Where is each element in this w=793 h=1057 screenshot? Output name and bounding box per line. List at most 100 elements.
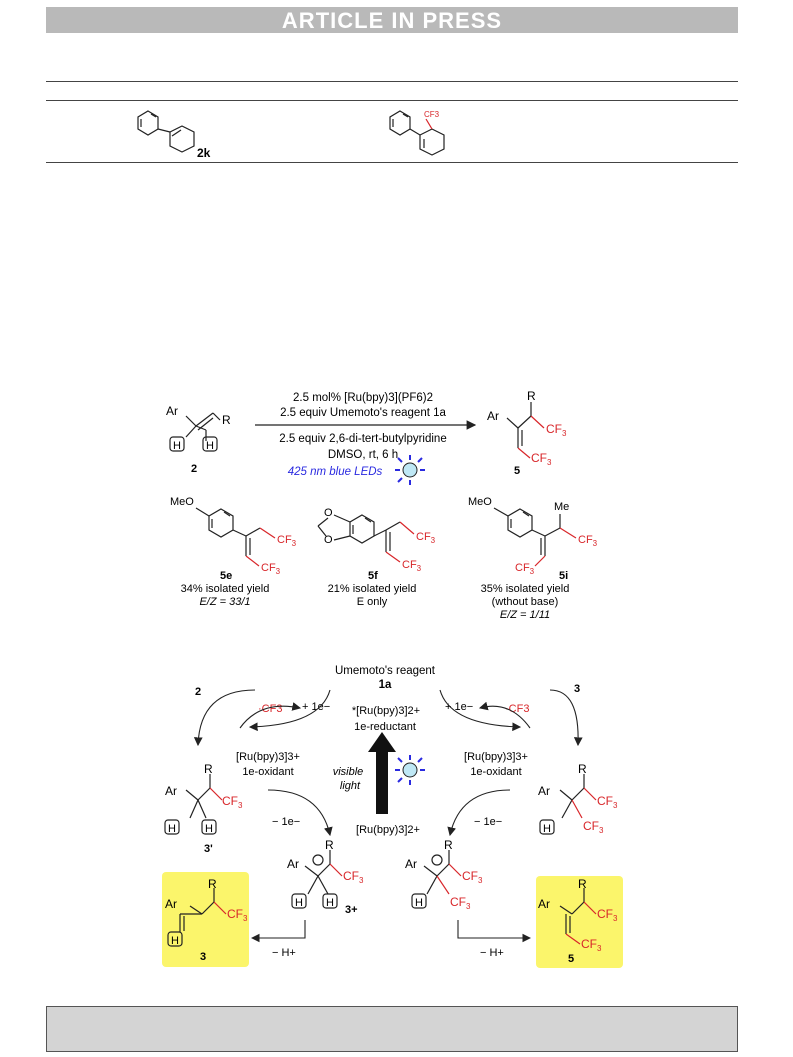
reactant-ar: Ar	[166, 404, 178, 418]
example-5i-yield: 35% isolated yield	[481, 583, 570, 595]
mech-cation-left	[291, 850, 343, 909]
mech-ru3-right: [Ru(bpy)3]3+	[464, 751, 528, 763]
mech-radical-right-ar: Ar	[538, 784, 550, 798]
mech-cation-left-h2: H	[326, 897, 334, 909]
example-5i-note: (wthout base)	[492, 596, 559, 608]
mech-product-5-cf3-b: CF3	[581, 937, 602, 953]
example-5e-structure	[195, 507, 276, 567]
mech-radical-right	[539, 774, 597, 835]
reactant-structure	[169, 412, 221, 452]
mech-right-start: 3	[574, 683, 580, 695]
example-5e-cf3-a: CF3	[277, 534, 297, 548]
example-5i-cf3-b: CF3	[515, 562, 535, 576]
highlight-product-5	[536, 876, 623, 968]
reactant-h2: H	[206, 440, 214, 452]
mech-cation-left-r: R	[325, 838, 334, 852]
example-5f-yield: 21% isolated yield	[328, 583, 417, 595]
mech-radical-left	[164, 774, 223, 835]
condition-line-1: 2.5 mol% [Ru(bpy)3](PF6)2	[293, 392, 433, 404]
example-5e-label: 5e	[220, 570, 232, 582]
mech-product-5-label: 5	[568, 953, 574, 965]
mech-product-3-h: H	[171, 935, 179, 947]
mech-radical-right-h: H	[543, 823, 551, 835]
mech-ru2: [Ru(bpy)3]2+	[356, 824, 420, 836]
example-5f-cf3-b: CF3	[402, 559, 422, 573]
product-r: R	[527, 389, 536, 403]
mech-cation-left-h1: H	[295, 897, 303, 909]
mech-plus-e-left: + 1e−	[302, 701, 330, 713]
mech-product-3	[167, 888, 227, 947]
example-5i-meo: MeO	[468, 496, 492, 508]
product-ar: Ar	[487, 409, 499, 423]
example-5i-label: 5i	[559, 570, 568, 582]
table-header-rule	[46, 100, 738, 101]
condition-line-4: DMSO, rt, 6 h	[328, 449, 398, 461]
mech-cf3-right: ·CF3	[505, 703, 529, 715]
reactant-r: R	[222, 413, 231, 427]
mech-cation-left-cf3: CF3	[343, 869, 364, 885]
condition-line-5: 425 nm blue LEDs	[288, 466, 383, 478]
mech-product-5-ar: Ar	[538, 897, 550, 911]
example-5f-structure	[317, 514, 415, 563]
example-5i-structure	[493, 507, 577, 567]
mech-product-3-label: 3	[200, 951, 206, 963]
mech-led-icon	[395, 755, 425, 785]
condition-line-2: 2.5 equiv Umemoto's reagent 1a	[280, 407, 446, 419]
mech-product-5-r: R	[578, 877, 587, 891]
mech-cf3-left: ·CF3	[258, 703, 282, 715]
product-cf3-lower: CF3	[531, 451, 552, 467]
mech-product-3-cf3: CF3	[227, 907, 248, 923]
example-5f-cf3-a: CF3	[416, 531, 436, 545]
example-5f-o1: O	[324, 507, 333, 519]
mech-cation-right-h: H	[415, 897, 423, 909]
mech-ru-excited: *[Ru(bpy)3]2+	[352, 705, 420, 717]
table-top-rule	[46, 81, 738, 82]
mech-radical-left-cf3: CF3	[222, 794, 243, 810]
example-5f-note: E only	[357, 596, 388, 608]
table-bottom-rule	[46, 162, 738, 163]
example-5i-me: Me	[554, 501, 569, 513]
mech-left-start: 2	[195, 686, 201, 698]
example-5e-cf3-b: CF3	[261, 562, 281, 576]
example-5i-cf3-a: CF3	[578, 534, 598, 548]
compound-2k-label: 2k	[197, 146, 211, 160]
mech-light: light	[340, 780, 361, 792]
mech-ru3-left: [Ru(bpy)3]3+	[236, 751, 300, 763]
mech-deprotonation-arrows	[250, 920, 532, 943]
mech-cation-right	[411, 850, 462, 909]
mech-minus-e-right: − 1e−	[474, 816, 502, 828]
product-label: 5	[514, 465, 520, 477]
table-product-cf3: CF3	[424, 110, 440, 119]
mech-light-arrow	[368, 732, 396, 814]
mech-radical-left-ar: Ar	[165, 784, 177, 798]
mech-product-5	[559, 888, 597, 945]
mech-radical-left-r: R	[204, 762, 213, 776]
example-5f-label: 5f	[368, 570, 378, 582]
mech-cation-left-ar: Ar	[287, 857, 299, 871]
reactant-h1: H	[173, 440, 181, 452]
mech-minus-h-right: − H+	[480, 947, 504, 959]
reactant-label: 2	[191, 463, 197, 475]
blue-led-icon	[395, 455, 425, 485]
mech-minus-e-left: − 1e−	[272, 816, 300, 828]
mech-product-3-r: R	[208, 877, 217, 891]
mech-umemoto-label: 1a	[379, 679, 392, 691]
mech-radical-left-label: 3'	[204, 843, 213, 855]
mech-cation-right-cf3-b: CF3	[450, 895, 471, 911]
mech-umemoto: Umemoto's reagent	[335, 665, 436, 677]
example-5e-yield: 34% isolated yield	[181, 583, 270, 595]
mech-oxidant-right: 1e-oxidant	[470, 766, 521, 778]
mech-radical-left-h1: H	[168, 823, 176, 835]
mech-cation-right-ar: Ar	[405, 857, 417, 871]
highlight-product-3	[162, 872, 249, 967]
mech-product-5-cf3-a: CF3	[597, 907, 618, 923]
mech-oxidant-left: 1e-oxidant	[242, 766, 293, 778]
mech-cation-right-cf3-a: CF3	[462, 869, 483, 885]
table-row-structures	[137, 110, 445, 156]
mech-visible: visible	[333, 766, 364, 778]
mech-reductant: 1e-reductant	[354, 721, 416, 733]
example-5e-meo: MeO	[170, 496, 194, 508]
example-5e-note: E/Z = 33/1	[199, 596, 250, 608]
mech-cation-right-r: R	[444, 838, 453, 852]
